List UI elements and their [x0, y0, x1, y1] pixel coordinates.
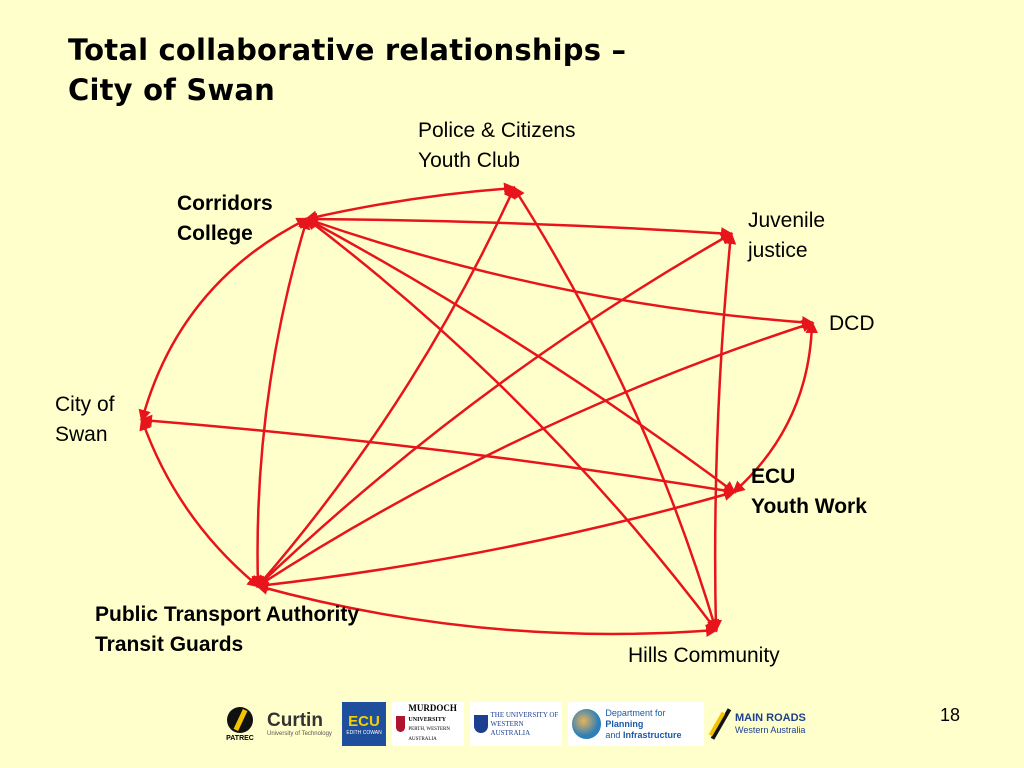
edge-pcyc-pta — [256, 185, 516, 588]
main-roads-logo-sub: Western Australia — [735, 725, 806, 735]
ecu-logo: ECU EDITH COWAN — [342, 702, 386, 746]
ecu-logo-text: ECU — [348, 712, 380, 730]
edge-corridors-pta — [251, 216, 311, 589]
edge-juvenile-pta — [256, 232, 734, 588]
curtin-logo-text: Curtin — [267, 710, 323, 731]
dpi-logo-bold2: Infrastructure — [622, 729, 682, 740]
curtin-logo-subtext: University of Technology — [267, 731, 332, 737]
dpi-logo: Department for Planning and Infrastructu… — [568, 702, 704, 746]
node-label-juvenile: Juvenile justice — [748, 206, 825, 266]
uwa-logo-line2: WESTERN AUSTRALIA — [490, 719, 531, 737]
edge-corridors-dcd — [304, 216, 815, 329]
edge-pta-hills — [255, 582, 719, 637]
node-label-pcyc-line1: Police & Citizens — [418, 119, 576, 142]
murdoch-logo-main: MURDOCH — [408, 703, 457, 713]
node-label-swan-line2: Swan — [55, 423, 108, 446]
uwa-shield-icon — [474, 715, 488, 733]
slide-title-line2: City of Swan — [68, 73, 276, 107]
edge-pta-ecu — [255, 488, 737, 592]
node-label-ecu-line1: ECU — [751, 465, 796, 488]
murdoch-logo-sub: PERTH, WESTERN AUSTRALIA — [408, 727, 450, 742]
slide-number: 18 — [940, 705, 961, 725]
node-label-corridors-line1: Corridors — [177, 192, 273, 215]
uwa-logo: THE UNIVERSITY OF WESTERN AUSTRALIA — [470, 702, 562, 746]
main-roads-mark-icon — [710, 707, 732, 741]
uwa-logo-line1: THE UNIVERSITY OF — [490, 710, 559, 719]
dpi-logo-text: Department for Planning and Infrastructu… — [605, 708, 704, 741]
patrec-logo: PATREC — [222, 702, 258, 746]
murdoch-shield-icon — [396, 716, 406, 732]
node-label-pcyc: Police & Citizens Youth Club — [418, 116, 576, 176]
main-roads-logo-text: MAIN ROADS Western Australia — [735, 712, 806, 736]
node-label-pcyc-line2: Youth Club — [418, 149, 520, 172]
edge-juvenile-hills — [709, 231, 737, 633]
globe-icon — [572, 709, 602, 739]
edge-corridors-ecu — [304, 217, 737, 494]
dpi-logo-bold1: Planning — [605, 718, 644, 729]
node-label-corridors-line2: College — [177, 222, 253, 245]
slide-title-line1: Total collaborative relationships – — [68, 33, 627, 67]
edge-corridors-pcyc — [304, 182, 517, 223]
edge-pcyc-hills — [512, 185, 720, 633]
node-label-dcd-line1: DCD — [829, 312, 875, 335]
main-roads-logo-main: MAIN ROADS — [735, 712, 806, 724]
edge-swan-pta — [139, 417, 260, 588]
node-label-pta-line2: Transit Guards — [95, 633, 244, 656]
node-label-pta-line1: Public Transport Authority — [95, 603, 360, 626]
dpi-logo-line2: and — [605, 729, 621, 740]
murdoch-logo: MURDOCH UNIVERSITY PERTH, WESTERN AUSTRA… — [392, 702, 464, 746]
node-label-ecu-line2: Youth Work — [751, 495, 867, 518]
patrec-logo-text: PATREC — [226, 734, 254, 742]
node-label-swan: City of Swan — [55, 390, 115, 450]
node-label-corridors: Corridors College — [177, 189, 273, 249]
dpi-logo-line1: Department for — [605, 707, 666, 718]
ecu-logo-subtext: EDITH COWAN — [346, 729, 382, 736]
node-label-hills: Hills Community — [628, 641, 780, 671]
murdoch-logo-mid: UNIVERSITY — [408, 717, 447, 723]
uwa-logo-text: THE UNIVERSITY OF WESTERN AUSTRALIA — [491, 711, 562, 738]
edge-corridors-juvenile — [304, 212, 734, 240]
node-label-hills-line1: Hills Community — [628, 644, 780, 667]
edge-dcd-ecu — [732, 320, 818, 494]
murdoch-logo-text: MURDOCH UNIVERSITY PERTH, WESTERN AUSTRA… — [408, 703, 464, 745]
node-label-ecu: ECU Youth Work — [751, 462, 867, 522]
main-roads-logo: MAIN ROADS Western Australia — [710, 702, 814, 746]
node-label-pta: Public Transport Authority Transit Guard… — [95, 600, 359, 660]
slide-title: Total collaborative relationships – City… — [68, 30, 626, 110]
curtin-logo: Curtin University of Technology — [264, 702, 336, 746]
edge-dcd-pta — [255, 320, 815, 588]
patrec-mark-icon — [227, 706, 253, 733]
node-label-juvenile-line2: justice — [748, 239, 808, 262]
node-label-dcd: DCD — [829, 309, 875, 339]
node-label-juvenile-line1: Juvenile — [748, 209, 826, 232]
sponsor-logos: PATREC Curtin University of Technology E… — [222, 700, 814, 748]
node-label-swan-line1: City of — [55, 393, 115, 416]
